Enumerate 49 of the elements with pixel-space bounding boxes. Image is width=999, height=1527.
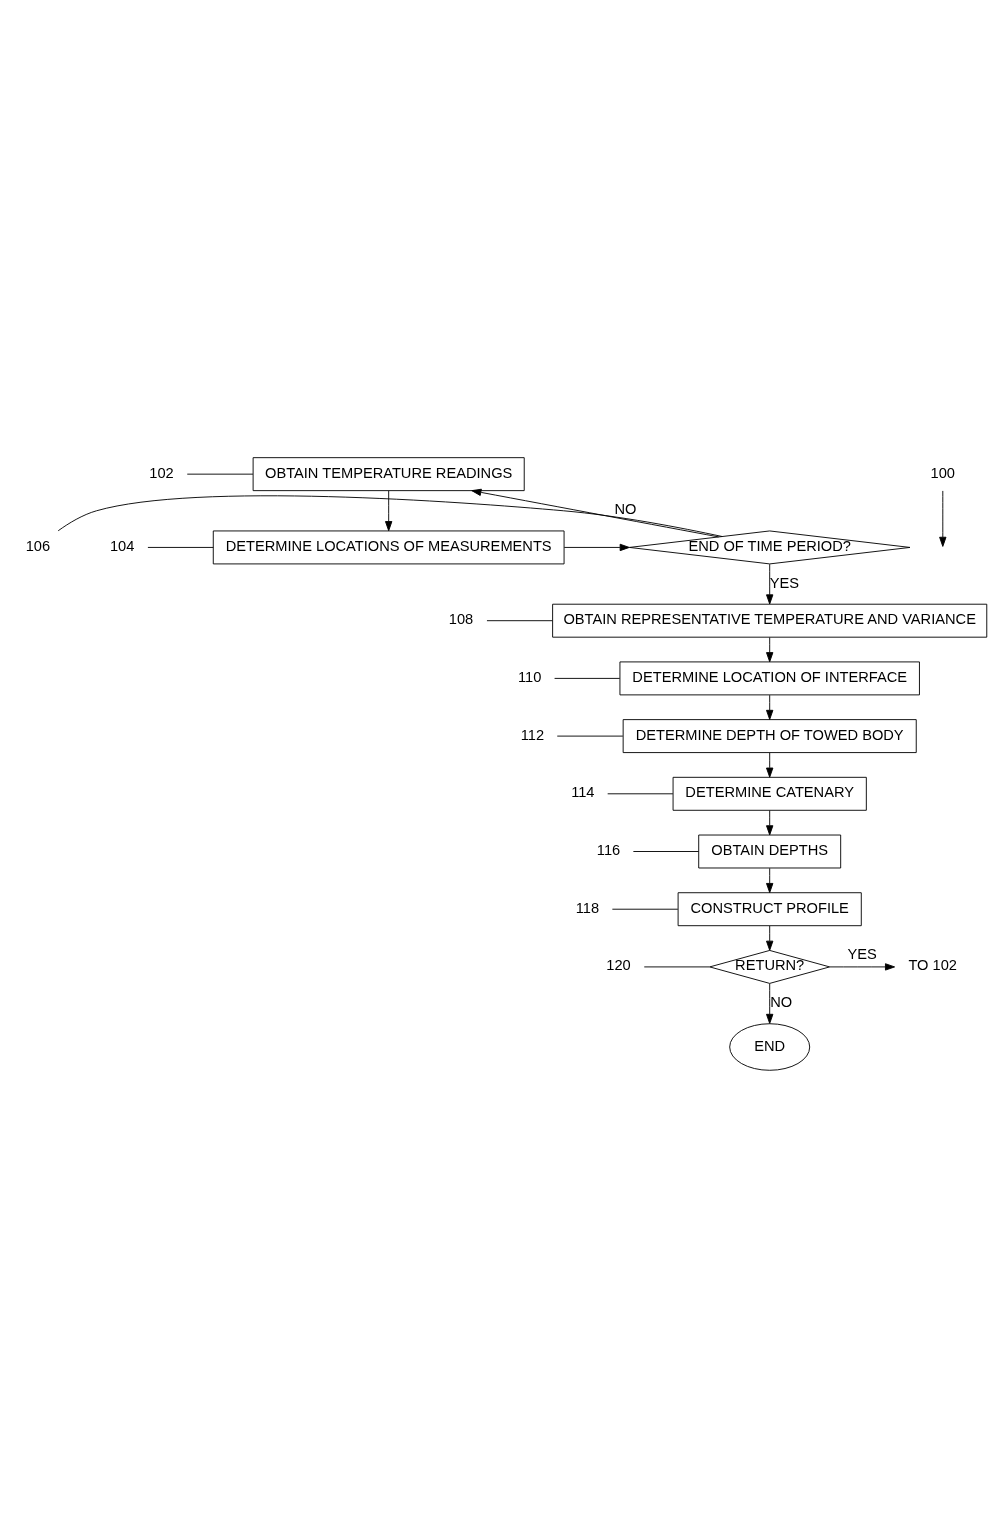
edge-label: NO bbox=[770, 993, 793, 1010]
connector bbox=[643, 965, 711, 967]
arrow bbox=[766, 563, 774, 604]
node-text: 110 bbox=[518, 668, 542, 685]
arrow bbox=[939, 489, 947, 547]
node-box: DETERMINE LOCATIONS OF MEASUREMENTS bbox=[212, 530, 565, 564]
arrow bbox=[766, 982, 774, 1024]
node-text: 114 bbox=[571, 783, 595, 800]
node-diamond: RETURN? bbox=[709, 949, 831, 984]
node-box: DETERMINE LOCATION OF INTERFACE bbox=[619, 660, 920, 695]
arrow bbox=[563, 543, 630, 551]
arrow bbox=[766, 809, 774, 835]
connector bbox=[607, 792, 674, 794]
arrow bbox=[766, 694, 774, 720]
connector bbox=[486, 619, 553, 621]
node-text: 118 bbox=[575, 899, 600, 916]
connector bbox=[611, 908, 679, 910]
node-box: OBTAIN TEMPERATURE READINGS bbox=[252, 456, 525, 491]
connector bbox=[554, 677, 621, 679]
arrow bbox=[829, 962, 896, 971]
connector bbox=[186, 473, 254, 475]
node-box: OBTAIN DEPTHS bbox=[698, 834, 842, 868]
node-text: 112 bbox=[520, 726, 545, 743]
node-box: DETERMINE DEPTH OF TOWED BODY bbox=[622, 718, 917, 753]
edge-label: YES bbox=[847, 945, 877, 962]
arrow bbox=[766, 925, 774, 951]
node-diamond: END OF TIME PERIOD? bbox=[628, 530, 911, 564]
arrow bbox=[766, 636, 774, 662]
arrow bbox=[471, 488, 720, 537]
node-text: 106 bbox=[25, 537, 51, 554]
node-text: 100 bbox=[930, 464, 956, 481]
arrow bbox=[766, 751, 774, 778]
node-text: 108 bbox=[448, 610, 474, 627]
connector bbox=[147, 546, 214, 548]
edge-label: YES bbox=[769, 574, 799, 591]
arrow bbox=[385, 489, 393, 531]
node-text: 120 bbox=[606, 956, 631, 973]
node-box: DETERMINE CATENARY bbox=[672, 776, 867, 811]
connector bbox=[632, 850, 700, 852]
node-text: 116 bbox=[596, 841, 621, 858]
node-ellipse: END bbox=[729, 1022, 811, 1071]
node-box: CONSTRUCT PROFILE bbox=[677, 891, 862, 926]
node-text: 102 bbox=[149, 464, 174, 481]
node-box: OBTAIN REPRESENTATIVE TEMPERATURE AND VARIANCE bbox=[552, 603, 988, 638]
connector bbox=[57, 494, 723, 537]
arrow bbox=[766, 867, 774, 893]
node-text: 104 bbox=[109, 537, 135, 554]
node-text: TO 102 bbox=[908, 956, 958, 973]
edge-label: NO bbox=[614, 500, 637, 517]
